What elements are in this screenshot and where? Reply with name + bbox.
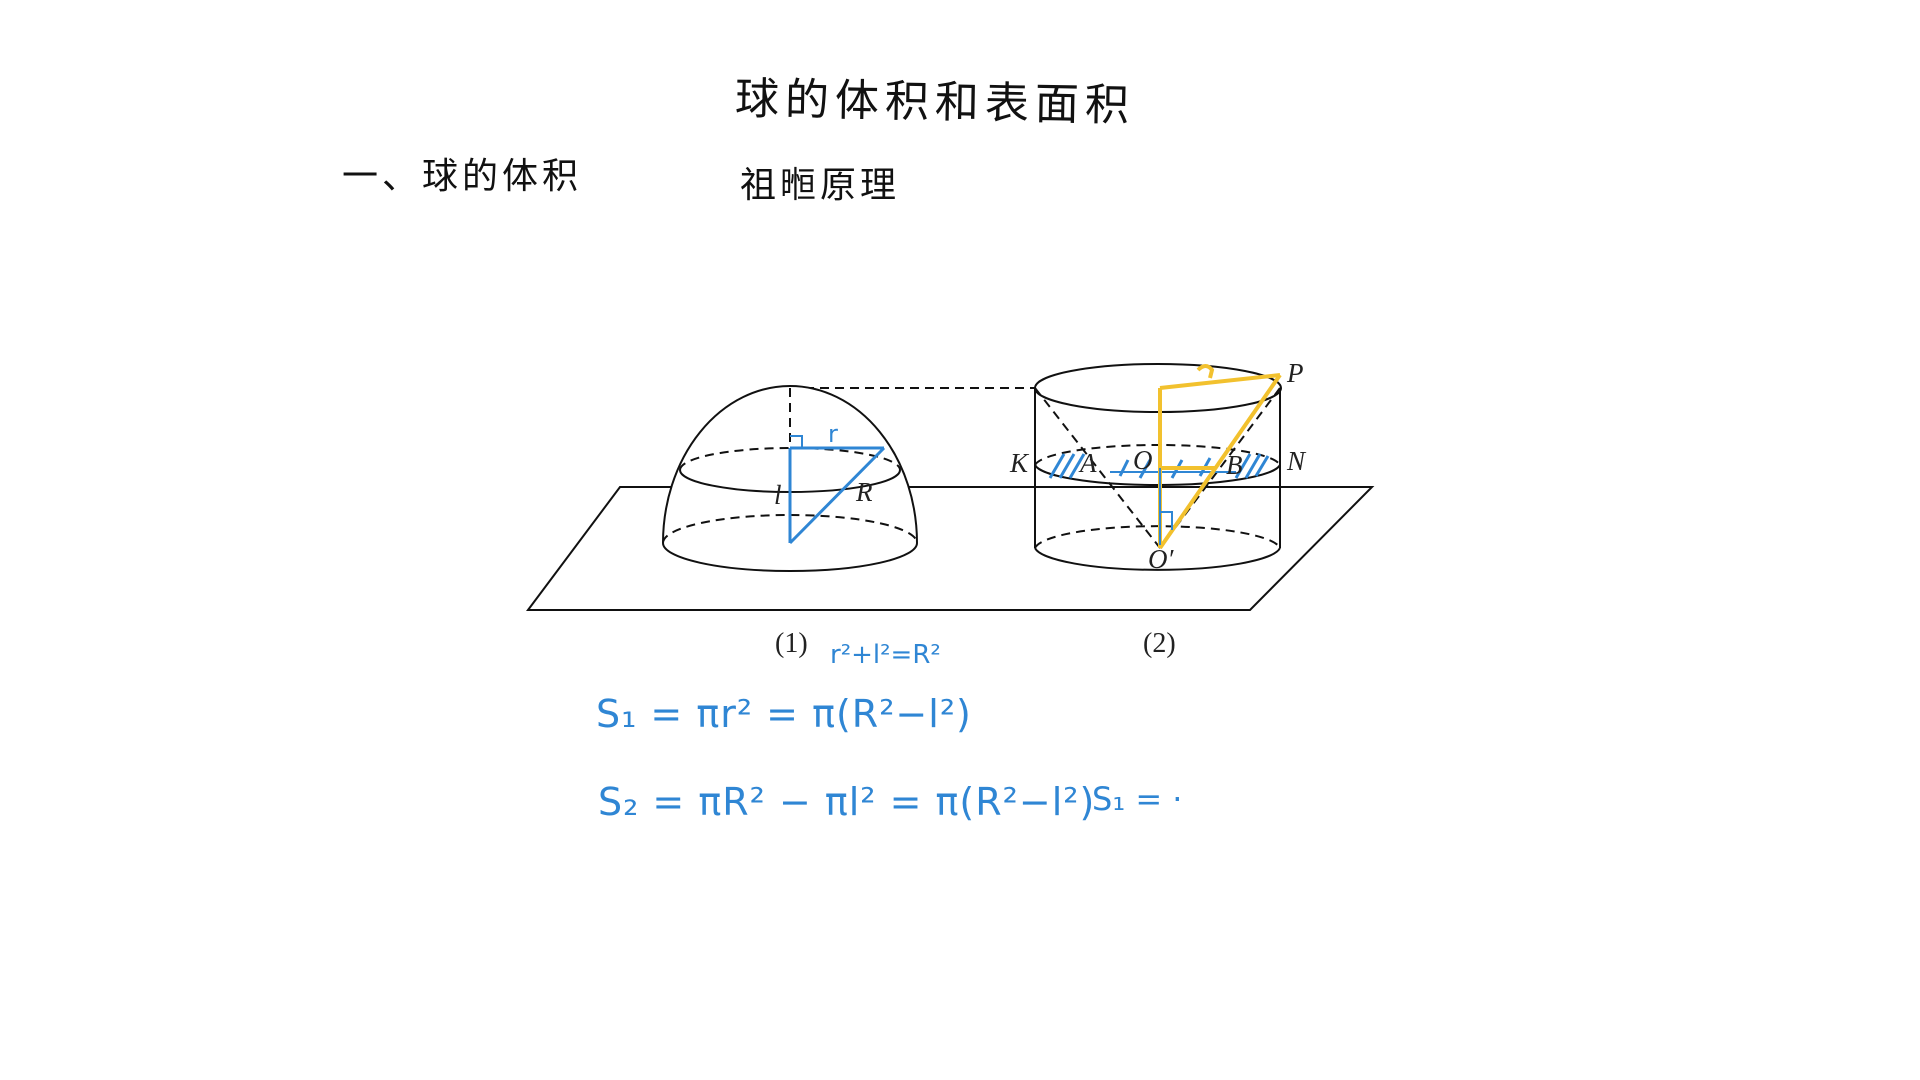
point-N: N — [1287, 446, 1306, 476]
label-l: l — [774, 480, 782, 510]
section-heading-sphere-volume: 一、球的体积 — [342, 156, 583, 197]
point-O-prime: O′ — [1148, 544, 1174, 574]
point-O: O — [1133, 445, 1153, 475]
cylinder — [1034, 363, 1282, 571]
pythagoras-note: r²+l²=R² — [830, 640, 941, 670]
principle-heading: 祖暅原理 — [740, 165, 901, 206]
s2-formula: S₂ = πR² − πl² = π(R²−l²) — [598, 780, 1096, 824]
point-B: B — [1226, 450, 1243, 480]
ground-plane — [526, 486, 1375, 611]
caption-2: (2) — [1143, 628, 1176, 659]
s-compare-note: S₁ = · — [1092, 780, 1183, 818]
caption-1: (1) — [775, 628, 808, 659]
point-A: A — [1080, 448, 1097, 478]
s1-formula: S₁ = πr² = π(R²−l²) — [596, 692, 972, 736]
label-R: R — [856, 477, 873, 507]
point-K: K — [1010, 448, 1029, 478]
label-r: r — [828, 420, 838, 448]
point-P: P — [1287, 358, 1304, 388]
hemisphere — [662, 385, 918, 572]
